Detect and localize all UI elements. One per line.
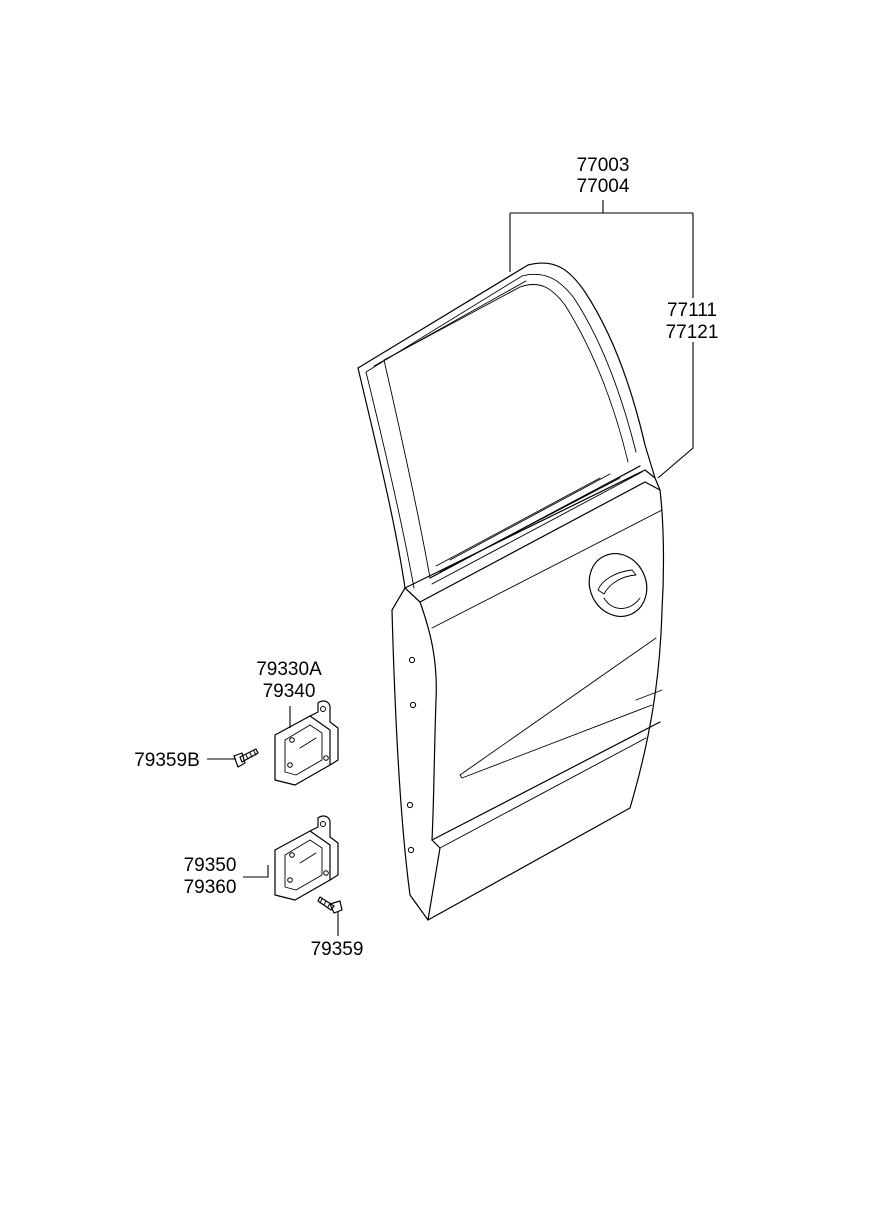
part-labels: 77003 77004 77111 77121 79330A 79340 793… — [134, 155, 718, 960]
lower-hinge — [274, 815, 339, 901]
door-panel — [391, 469, 665, 921]
lower-hinge-bolt — [317, 896, 343, 914]
label-lower-hinge-bolt: 79359 — [311, 939, 364, 960]
label-upper-hinge-2: 79340 — [263, 681, 316, 702]
label-upper-hinge-1: 79330A — [256, 659, 322, 680]
label-upper-hinge-bolt: 79359B — [134, 750, 200, 771]
label-lower-hinge-2: 79360 — [184, 877, 237, 898]
upper-hinge — [274, 700, 339, 786]
label-door-panel-1: 77111 — [667, 300, 717, 321]
leader-lines — [207, 200, 694, 936]
label-door-panel-2: 77121 — [666, 322, 719, 343]
label-door-assembly-1: 77003 — [577, 155, 630, 176]
label-door-assembly-2: 77004 — [577, 176, 630, 197]
label-lower-hinge-1: 79350 — [184, 855, 237, 876]
door-window-frame — [357, 262, 656, 589]
upper-hinge-bolt — [233, 748, 259, 768]
